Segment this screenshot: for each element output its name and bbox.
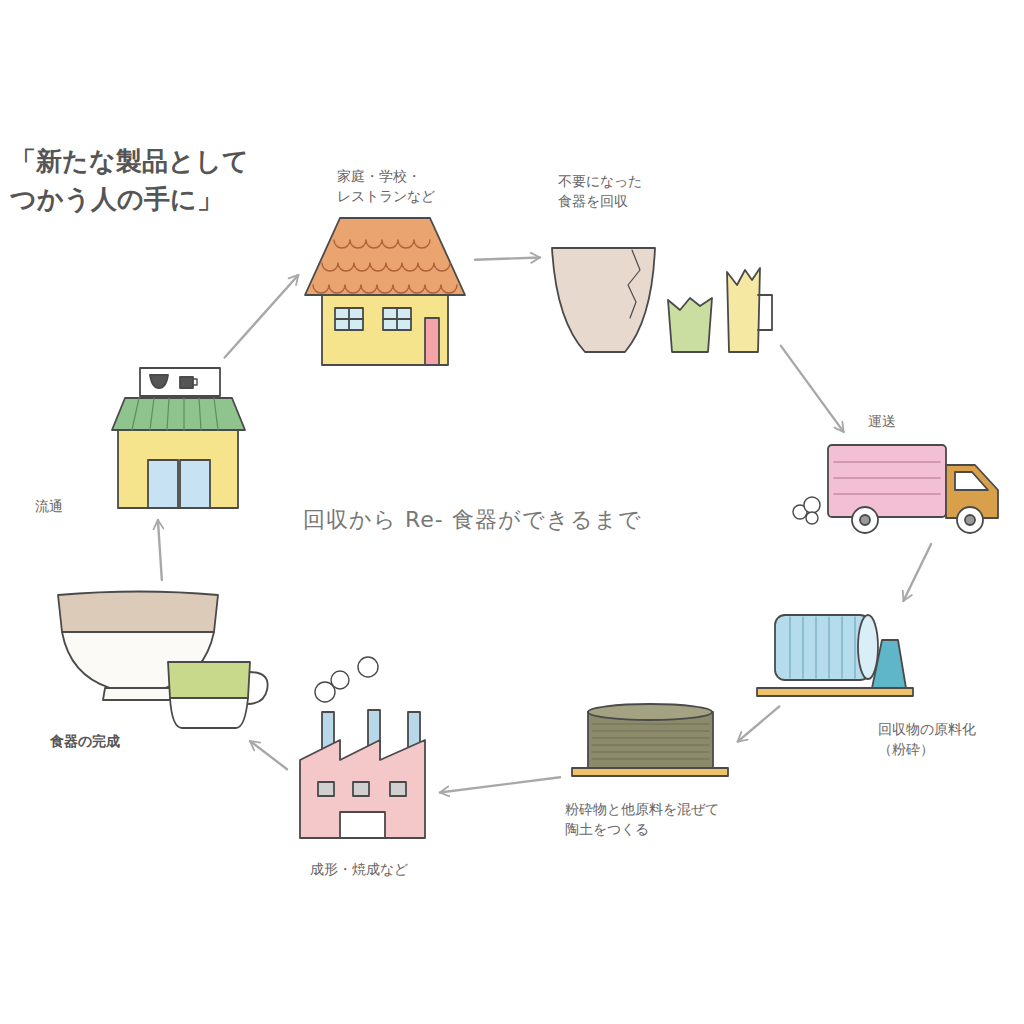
broken-dishes-illustration — [552, 248, 772, 352]
step-label: 家庭・学校・ レストランなど — [337, 167, 436, 206]
tableware-illustration — [58, 592, 268, 729]
crusher-illustration — [757, 615, 913, 696]
step-box: 運送 — [785, 440, 1000, 535]
step-box: 粉砕物と他原料を混ぜて 陶土をつくる — [570, 700, 730, 780]
house-illustration — [305, 218, 465, 365]
flow-arrow — [781, 346, 844, 432]
step-box: 流通 — [110, 365, 245, 510]
truck-illustration — [793, 445, 998, 533]
step-box: 家庭・学校・ レストランなど — [305, 215, 465, 365]
flow-arrow — [440, 777, 560, 792]
step-label: 流通 — [35, 497, 77, 517]
slogan-label: 「新たな製品として つかう人の手に」 — [10, 143, 249, 218]
shop-illustration — [112, 368, 245, 508]
step-box: 回収物の原料化 （粉砕） — [755, 610, 915, 700]
diagram-title: 回収から Re- 食器ができるまで — [303, 505, 642, 536]
flow-arrow — [903, 544, 931, 601]
flow-arrow — [225, 275, 299, 358]
flow-arrow — [738, 706, 780, 741]
step-label: 食器の完成 — [50, 732, 134, 752]
step-label: 回収物の原料化 （粉砕） — [878, 720, 977, 759]
step-label: 運送 — [868, 412, 910, 432]
step-label: 粉砕物と他原料を混ぜて 陶土をつくる — [565, 800, 720, 839]
step-box: 不要になった 食器を回収 — [550, 240, 775, 355]
factory-illustration — [300, 657, 425, 838]
flow-arrow — [250, 741, 287, 769]
step-box: 成形・焼成など — [295, 655, 430, 840]
step-label: 成形・焼成など — [310, 860, 415, 880]
step-label: 不要になった 食器を回収 — [558, 172, 643, 211]
flow-arrow — [475, 258, 540, 260]
step-box: 食器の完成 — [55, 590, 270, 735]
flow-arrow — [158, 520, 162, 580]
clay-illustration — [572, 704, 728, 776]
